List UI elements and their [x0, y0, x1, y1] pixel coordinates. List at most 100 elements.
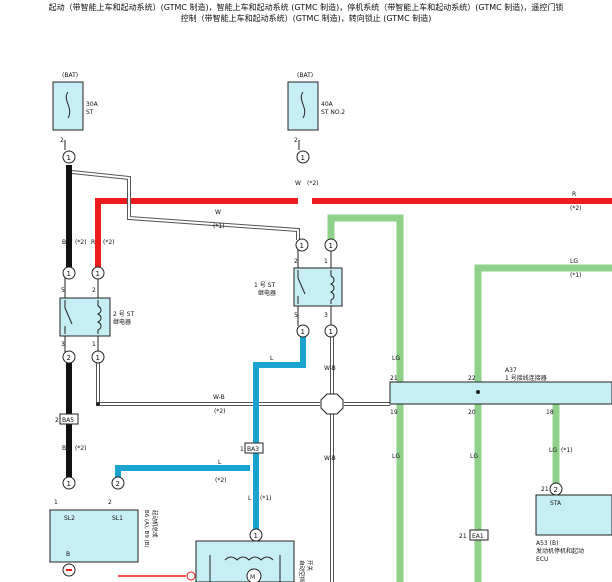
- ecu-a53: 2 21 STA A53 (B) 发动机停机和起动 ECU: [535, 482, 612, 563]
- coil-icon: [224, 556, 274, 561]
- fuse-st2-pin: 2: [294, 137, 298, 144]
- fuse-st: (BAT) 30A ST 2 1: [52, 72, 99, 164]
- label-w: W: [215, 209, 221, 216]
- switch-icon: [297, 277, 306, 295]
- ecu-pin: 21: [541, 486, 549, 493]
- blue-wire: [115, 337, 306, 530]
- conn-label: 1: [301, 328, 305, 336]
- coil-icon: [96, 300, 102, 334]
- conn-label: 1: [67, 270, 71, 278]
- relay2-pin-3: 3: [61, 341, 65, 348]
- fuse-icon: [65, 91, 71, 119]
- label-w-vert: W: [295, 180, 301, 187]
- switch-pin: 1: [254, 532, 258, 540]
- conn-label: 1: [329, 242, 333, 250]
- red-wire: [95, 198, 612, 268]
- fuse-st-source: (BAT): [62, 72, 78, 79]
- title-line-1: 起动（带智能上车和起动系统）(GTMC 制造)，智能上车和起动系统 (GTMC …: [48, 3, 564, 12]
- a37-pin-20: 20: [468, 409, 476, 416]
- label-r-vert-note: (*2): [103, 239, 115, 246]
- relay-1-st: 1 1 2 1 1 号 ST 继电器 5 3 1 1: [254, 238, 343, 338]
- conn-label: 2: [554, 486, 558, 494]
- relay1-pin-3: 3: [324, 312, 328, 319]
- sl2-pin-num: 1: [54, 499, 58, 506]
- label-lg-v1: LG: [392, 355, 400, 362]
- ecu-sta-label: STA: [550, 500, 562, 507]
- conn-label: 1: [329, 328, 333, 336]
- fuse-st-no2: (BAT) 40A ST NO.2 2 1: [287, 72, 345, 164]
- splice-dots: [96, 390, 480, 406]
- fuse-st-name: ST: [86, 109, 94, 116]
- green-wire: [327, 214, 612, 582]
- label-wb-v2: W-B: [324, 455, 336, 462]
- coil-icon: [329, 270, 335, 304]
- motor-symbol: M: [250, 574, 255, 581]
- label-w-vert-note: (*2): [307, 180, 319, 187]
- relay-2-st: 1 1 5 2 2 号 ST 继电器 3 1 2 1: [59, 266, 134, 364]
- sl1-label: SL1: [112, 515, 123, 522]
- switch-icon: [64, 307, 73, 325]
- a37-name: 1 号接线连接器: [505, 374, 547, 382]
- label-l2: L: [218, 459, 222, 466]
- label-l-vert-note: (*1): [260, 495, 272, 502]
- label-r: R: [572, 191, 576, 198]
- junction-connector-a37: 21 22 A37 1 号接线连接器 19 20 18: [389, 367, 612, 416]
- connector-ea1: 21 EA1: [459, 529, 489, 541]
- label-lg-v4-note: (*1): [561, 447, 573, 454]
- relay2-pin-1: 1: [92, 341, 96, 348]
- conn-label: 1: [96, 354, 100, 362]
- ba3-label: BA3: [247, 446, 259, 453]
- connector-ba5: 2 BA5: [55, 413, 79, 425]
- a37-pin-18: 18: [546, 409, 554, 416]
- wire-labels: W (*1) R (*2) W (*2) B (*2) R (*2) B (*2…: [62, 180, 582, 502]
- title-line-2: 控制（带智能上车和起动系统）(GTMC 制造)，转向锁止 (GTMC 制造): [180, 14, 432, 23]
- ecu-name: 发动机停机和起动: [536, 547, 584, 555]
- label-r-vert: R: [91, 239, 95, 246]
- a37-code: A37: [505, 367, 517, 374]
- sl2-label: SL2: [64, 515, 75, 522]
- starter-name: 起动机总成: [151, 510, 159, 538]
- conn-label: 1: [96, 270, 100, 278]
- neutral-start-switch: 1 M 自动空挡 开关: [118, 528, 314, 582]
- junction-octagon: [320, 393, 344, 415]
- conn-label: 1: [67, 480, 71, 488]
- relay2-pin-5: 5: [61, 287, 65, 294]
- conn-label: 2: [67, 354, 71, 362]
- relay1-type: 继电器: [258, 289, 276, 297]
- relay2-name: 2 号 ST: [113, 311, 134, 318]
- fuse-st2-connector: 1: [301, 154, 305, 162]
- label-b2: B: [62, 445, 66, 452]
- fuse-st2-name: ST NO.2: [321, 109, 345, 116]
- starter-code: B6 (A), B9 (B): [143, 510, 149, 548]
- relay1-pin-1: 1: [324, 258, 328, 265]
- starter-assembly: 1 2 1 SL2 2 SL1 B B6 (A), B9 (B) 起动机总成: [49, 476, 159, 577]
- ba5-label: BA5: [62, 417, 74, 424]
- label-lg: LG: [570, 258, 578, 265]
- conn-label: 2: [116, 480, 120, 488]
- ecu-type: ECU: [536, 556, 548, 563]
- label-b2-note: (*2): [75, 445, 87, 452]
- conn-label: 1: [300, 242, 304, 250]
- ea1-pin: 21: [459, 533, 467, 540]
- relay1-pin-5: 5: [294, 312, 298, 319]
- relay1-pin-2: 2: [294, 258, 298, 265]
- relay2-pin-2: 2: [92, 287, 96, 294]
- label-l: L: [270, 355, 274, 362]
- motor-icon: [246, 568, 262, 582]
- label-lg-note: (*1): [570, 272, 582, 279]
- b-pin-label: B: [66, 551, 70, 558]
- label-lg-v3: LG: [470, 453, 478, 460]
- switch-name: 自动空挡: [298, 560, 306, 582]
- relay1-name: 1 号 ST: [254, 282, 275, 289]
- fuse-st-pin: 2: [60, 137, 64, 144]
- label-l2-note: (*2): [215, 477, 227, 484]
- ba3-pin: 1: [240, 446, 244, 453]
- label-w-note: (*1): [213, 223, 225, 230]
- a37-pin-22: 22: [468, 375, 476, 382]
- page-title: 起动（带智能上车和起动系统）(GTMC 制造)，智能上车和起动系统 (GTMC …: [0, 2, 612, 24]
- switch-type: 开关: [306, 560, 314, 572]
- a37-pin-21: 21: [390, 375, 398, 382]
- fuse-st-connector: 1: [67, 154, 71, 162]
